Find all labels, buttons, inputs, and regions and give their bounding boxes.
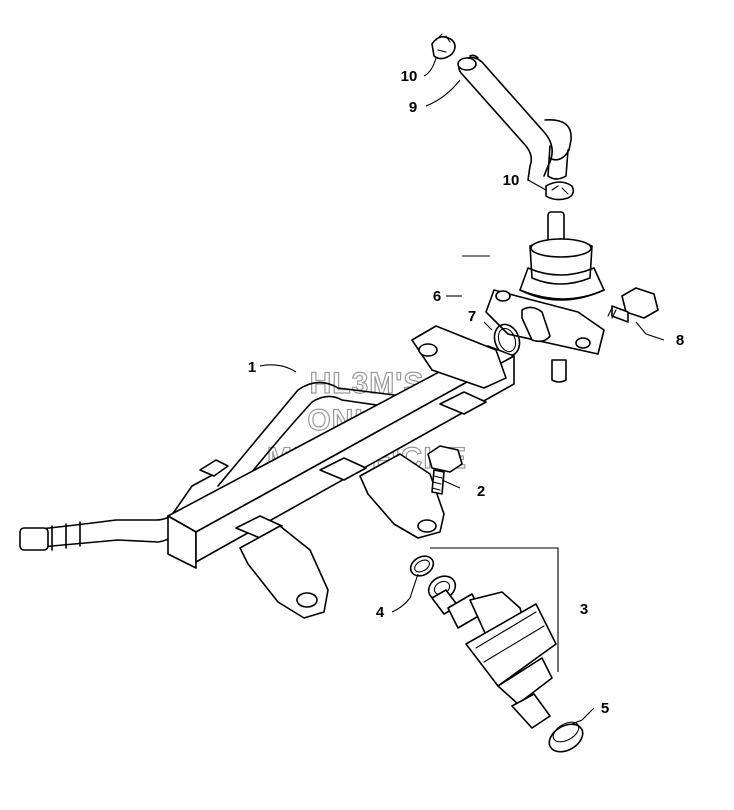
callout-10-top: 10 <box>401 68 418 85</box>
bolt-rail <box>427 445 463 495</box>
injector-seal <box>548 721 584 753</box>
hose-clamp-lower <box>545 181 575 201</box>
callouts: 1 2 3 4 5 6 7 8 9 10 10 <box>248 68 684 717</box>
fuel-injector <box>427 575 557 729</box>
leader-lines <box>259 57 665 725</box>
callout-8: 8 <box>676 332 684 349</box>
fuel-rail-assembly <box>19 325 515 619</box>
o-ring-injector <box>409 555 435 577</box>
callout-10-lower: 10 <box>503 172 520 189</box>
vacuum-hose <box>457 54 572 181</box>
hose-clamp-top <box>431 33 456 60</box>
callout-2: 2 <box>477 483 485 500</box>
callout-3: 3 <box>580 601 588 618</box>
callout-9: 9 <box>409 99 417 116</box>
callout-7: 7 <box>468 308 476 325</box>
callout-4: 4 <box>376 604 385 621</box>
callout-1: 1 <box>248 359 256 376</box>
callout-5: 5 <box>601 700 609 717</box>
pressure-regulator <box>485 211 605 383</box>
callout-6: 6 <box>433 288 441 305</box>
bolt-regulator <box>607 287 659 323</box>
